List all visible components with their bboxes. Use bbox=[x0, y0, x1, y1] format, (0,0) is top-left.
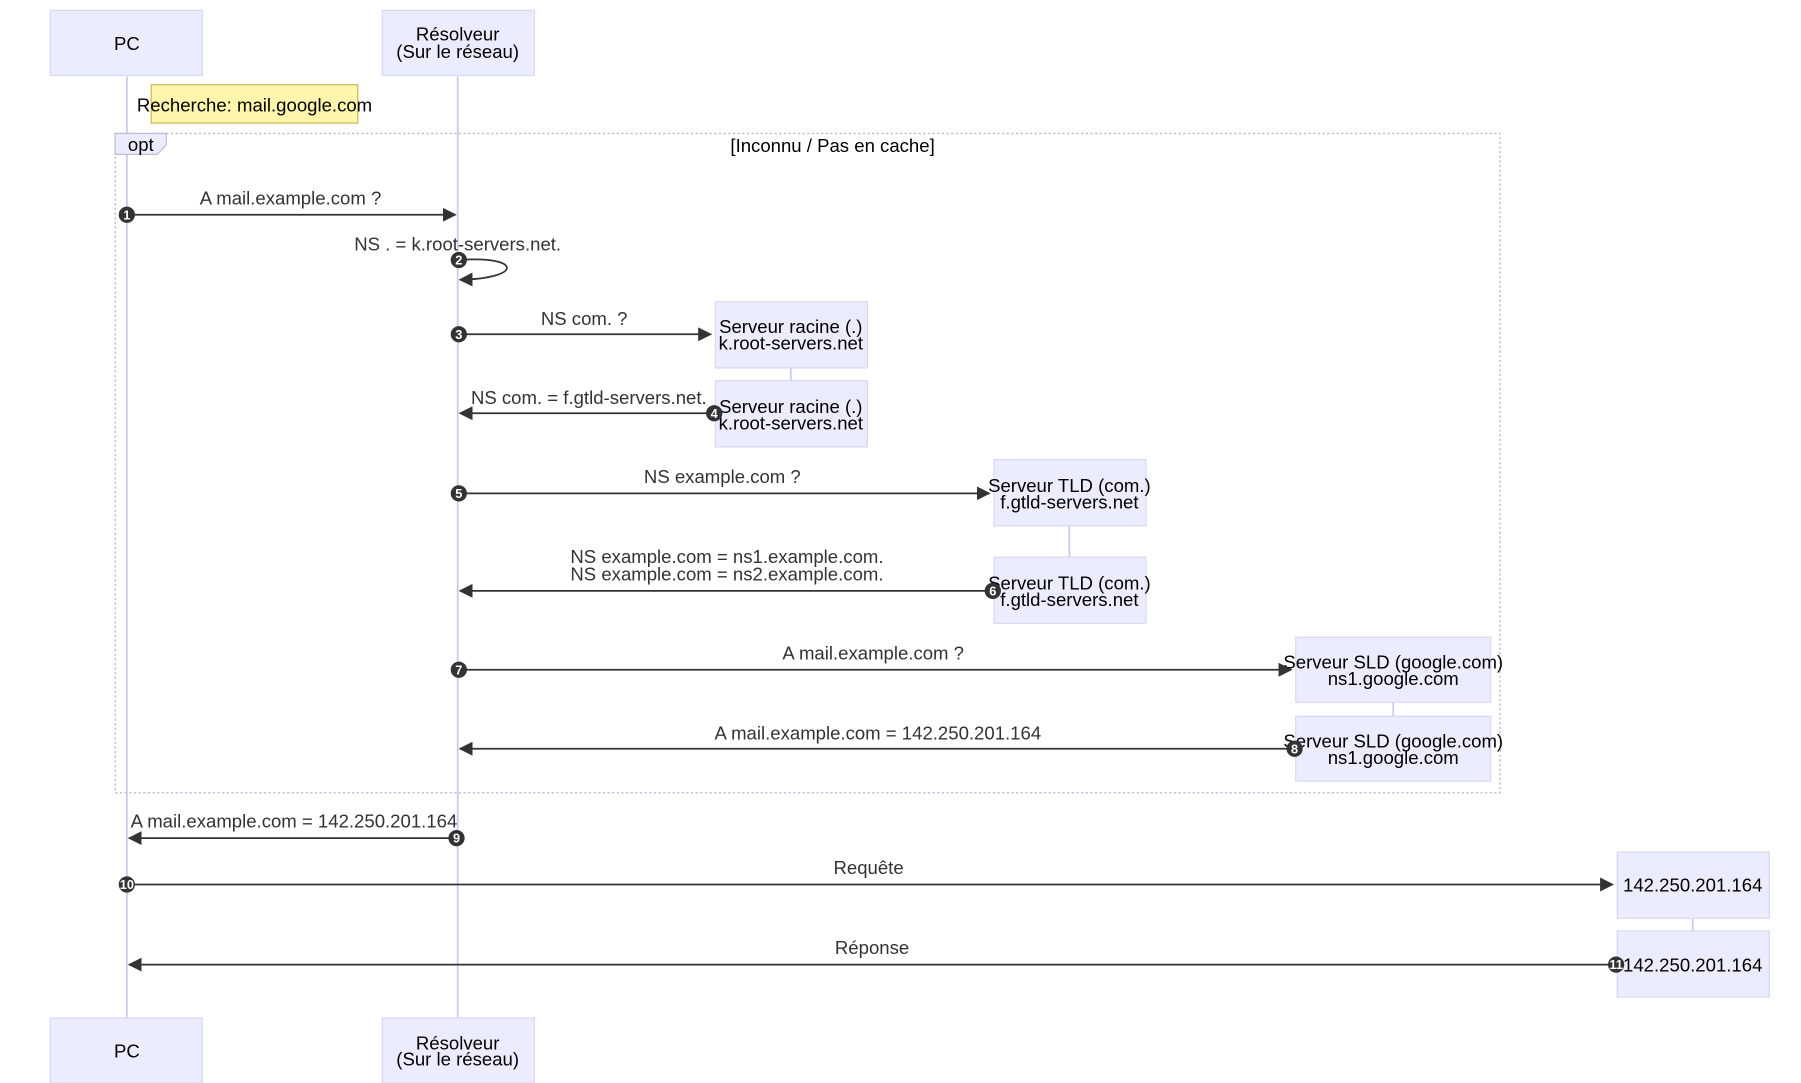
message-5-number: 5 bbox=[455, 486, 462, 501]
message-6: NS example.com = ns1.example.com. NS exa… bbox=[458, 546, 1001, 599]
message-4: NS com. = f.gtld-servers.net. 4 bbox=[458, 387, 723, 422]
actor-pc-label: PC bbox=[114, 1040, 140, 1061]
message-9: A mail.example.com = 142.250.201.164 9 bbox=[127, 811, 465, 847]
sld-server-name: Serveur SLD (google.com) bbox=[1283, 652, 1503, 673]
actor-root-server-response: Serveur racine (.) k.root-servers.net bbox=[714, 380, 868, 448]
actor-resolver-label: Résolveur bbox=[416, 1032, 500, 1053]
actor-tld-server-request: Serveur TLD (com.) f.gtld-servers.net bbox=[988, 459, 1151, 527]
message-3: NS com. ? 3 bbox=[450, 308, 713, 343]
message-8: A mail.example.com = 142.250.201.164 8 bbox=[458, 722, 1303, 757]
actor-pc-bottom: PC bbox=[49, 1017, 203, 1083]
root-server-name: Serveur racine (.) bbox=[719, 396, 862, 417]
actor-resolver-bottom: Résolveur (Sur le réseau) bbox=[381, 1017, 535, 1083]
message-11-number: 11 bbox=[1609, 957, 1622, 972]
message-11-label: Réponse bbox=[835, 937, 909, 958]
message-1-number: 1 bbox=[123, 207, 130, 222]
actor-sld-server-response: Serveur SLD (google.com) ns1.google.com bbox=[1283, 715, 1503, 782]
actor-tld-server-response: Serveur TLD (com.) f.gtld-servers.net bbox=[988, 556, 1151, 624]
tld-server-name: Serveur TLD (com.) bbox=[988, 475, 1151, 496]
message-1: A mail.example.com ? 1 bbox=[118, 187, 457, 223]
actor-ip-host-request: 142.250.201.164 bbox=[1616, 851, 1770, 919]
ip-host-label: 142.250.201.164 bbox=[1623, 955, 1762, 976]
actor-root-server-request: Serveur racine (.) k.root-servers.net bbox=[714, 301, 868, 369]
message-8-number: 8 bbox=[1291, 741, 1298, 756]
message-10-label: Requête bbox=[833, 857, 903, 878]
message-5-label: NS example.com ? bbox=[644, 466, 801, 487]
actor-ip-host-response: 142.250.201.164 bbox=[1616, 930, 1770, 998]
message-7: A mail.example.com ? 7 bbox=[450, 642, 1293, 678]
sld-server-name: Serveur SLD (google.com) bbox=[1283, 731, 1503, 752]
opt-frame: opt [Inconnu / Pas en cache] bbox=[114, 132, 1501, 794]
message-1-label: A mail.example.com ? bbox=[200, 187, 382, 208]
message-7-label: A mail.example.com ? bbox=[782, 642, 964, 663]
root-server-name: Serveur racine (.) bbox=[719, 316, 862, 337]
message-8-label: A mail.example.com = 142.250.201.164 bbox=[715, 722, 1042, 743]
root-server-host: k.root-servers.net bbox=[719, 332, 864, 353]
opt-condition: [Inconnu / Pas en cache] bbox=[730, 135, 934, 156]
message-9-label: A mail.example.com = 142.250.201.164 bbox=[131, 811, 458, 832]
message-6-label-line1: NS example.com = ns1.example.com. bbox=[570, 546, 883, 567]
actor-pc-top: PC bbox=[49, 9, 203, 77]
root-server-host: k.root-servers.net bbox=[719, 412, 864, 433]
message-5: NS example.com ? 5 bbox=[450, 466, 991, 502]
actor-sld-server-request: Serveur SLD (google.com) ns1.google.com bbox=[1283, 636, 1503, 703]
message-9-number: 9 bbox=[453, 831, 460, 846]
message-3-number: 3 bbox=[455, 327, 462, 342]
ip-host-label: 142.250.201.164 bbox=[1623, 874, 1762, 895]
actor-resolver-sublabel: (Sur le réseau) bbox=[396, 1049, 519, 1070]
message-7-number: 7 bbox=[455, 662, 462, 677]
note-search: Recherche: mail.google.com bbox=[137, 84, 372, 124]
sld-server-host: ns1.google.com bbox=[1328, 668, 1459, 689]
actor-resolver-label: Résolveur bbox=[416, 24, 500, 45]
message-11: Réponse 11 bbox=[127, 937, 1625, 973]
actor-resolver-sublabel: (Sur le réseau) bbox=[396, 41, 519, 62]
message-2: NS . = k.root-servers.net. 2 bbox=[354, 234, 561, 287]
tld-server-host: f.gtld-servers.net bbox=[1000, 491, 1139, 512]
note-text: Recherche: mail.google.com bbox=[137, 94, 372, 115]
message-2-number: 2 bbox=[455, 253, 462, 268]
message-2-label: NS . = k.root-servers.net. bbox=[354, 234, 561, 255]
message-6-number: 6 bbox=[989, 583, 996, 598]
message-3-label: NS com. ? bbox=[541, 308, 628, 329]
message-6-label-line2: NS example.com = ns2.example.com. bbox=[570, 563, 883, 584]
sld-server-host: ns1.google.com bbox=[1328, 747, 1459, 768]
message-10: Requête 10 bbox=[118, 857, 1615, 893]
tld-server-name: Serveur TLD (com.) bbox=[988, 573, 1151, 594]
message-4-number: 4 bbox=[711, 406, 719, 421]
actor-pc-label: PC bbox=[114, 33, 140, 54]
tld-server-host: f.gtld-servers.net bbox=[1000, 589, 1139, 610]
message-10-number: 10 bbox=[120, 877, 134, 892]
message-4-label: NS com. = f.gtld-servers.net. bbox=[471, 387, 707, 408]
opt-label: opt bbox=[128, 134, 155, 155]
actor-resolver-top: Résolveur (Sur le réseau) bbox=[381, 9, 535, 77]
